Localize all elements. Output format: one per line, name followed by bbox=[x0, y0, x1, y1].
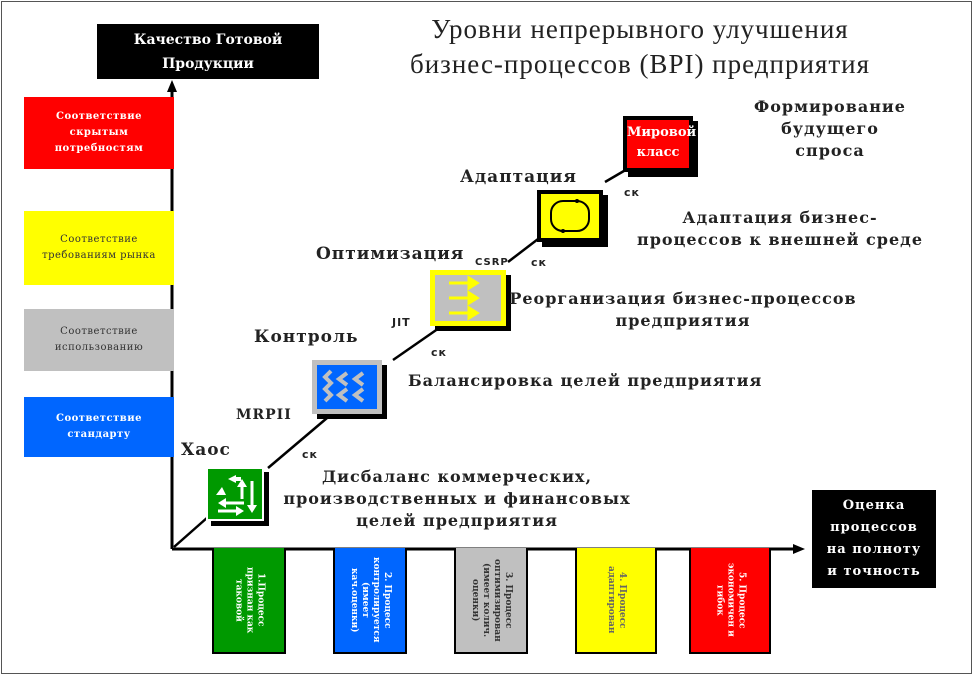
world-class-line-1: Мировой bbox=[627, 125, 697, 140]
y-axis-arrowhead bbox=[167, 80, 177, 92]
chaos-arrows-icon bbox=[216, 475, 257, 516]
process-box-3: 3. Процесс оптимизирован (имеет колич. о… bbox=[454, 548, 528, 654]
stage-label-chaos: Хаос bbox=[181, 440, 231, 460]
quality-level-standard: Соответствие стандарту bbox=[24, 397, 174, 457]
process-box-1: 1.Процесс признан как таковой bbox=[212, 548, 286, 654]
y-axis-label: Качество Готовой Продукции bbox=[97, 24, 319, 79]
stage-description-chaos: Дисбаланс коммерческих, производственных… bbox=[282, 466, 632, 532]
x-axis-label-line-4: и точность bbox=[827, 564, 921, 579]
path-segment-2 bbox=[267, 417, 328, 469]
x-axis-arrowhead bbox=[793, 544, 805, 554]
stage-box-adaptation bbox=[537, 190, 603, 242]
description-line: целей предприятия bbox=[356, 511, 558, 530]
x-axis-label-line-2: процессов bbox=[830, 520, 918, 535]
process-box-4: 4. Процесс адаптирован bbox=[575, 548, 657, 654]
process-text: 3. Процесс оптимизирован (имеет колич. о… bbox=[470, 558, 513, 642]
y-axis-label-line-2: Продукции bbox=[162, 56, 254, 72]
world-class-line-2: класс bbox=[636, 145, 680, 160]
stage-description-control: Балансировка целей предприятия bbox=[408, 371, 763, 390]
x-axis-label-line-1: Оценка bbox=[842, 498, 906, 513]
stage-box-control bbox=[312, 360, 382, 414]
process-text: 5. Процесс экономичен и гибок bbox=[714, 563, 747, 637]
stage-description-world-class: Формирование будущего спроса bbox=[740, 96, 920, 162]
ck-label-1: ск bbox=[302, 448, 318, 461]
process-text: 4. Процесс адаптирован bbox=[606, 566, 627, 634]
parallel-arrows-icon bbox=[449, 275, 480, 321]
title-line-1: Уровни непрерывного улучшения bbox=[431, 14, 849, 44]
x-axis-label-line-3: на полноту bbox=[826, 542, 922, 557]
quality-level-market-requirements: Соответствие требованиям рынка bbox=[24, 211, 174, 285]
stage-label-adaptation: Адаптация bbox=[460, 167, 577, 187]
path-segment-4 bbox=[507, 235, 543, 263]
quality-level-text: Соответствие стандарту bbox=[55, 413, 142, 440]
process-box-2: 2. Процесс контролируется (имеет кач.оце… bbox=[333, 548, 407, 654]
diagram-title: Уровни непрерывного улучшения бизнес-про… bbox=[330, 12, 950, 82]
quality-level-text: Соответствие скрытым потребностям bbox=[54, 111, 144, 154]
description-line: Дисбаланс коммерческих, bbox=[321, 467, 593, 486]
description-line: производственных и финансовых bbox=[283, 489, 631, 508]
title-line-2: бизнес-процессов (BPI) предприятия bbox=[409, 49, 870, 79]
ck-label-4: ск bbox=[624, 186, 640, 199]
stage-box-chaos bbox=[206, 467, 264, 521]
path-segment-1 bbox=[173, 516, 209, 548]
cycle-loop-icon bbox=[550, 199, 590, 233]
process-text: 1.Процесс признан как таковой bbox=[233, 566, 266, 634]
description-line: Реорганизация бизнес-процессов bbox=[509, 289, 857, 308]
stage-description-optimization: Реорганизация бизнес-процессов предприят… bbox=[508, 288, 858, 332]
stage-box-optimization bbox=[430, 270, 506, 326]
quality-level-hidden-needs: Соответствие скрытым потребностям bbox=[24, 97, 174, 169]
quality-level-text: Соответствие использованию bbox=[54, 326, 144, 353]
quality-level-text: Соответствие требованиям рынка bbox=[42, 234, 156, 261]
control-icon-inner bbox=[317, 365, 377, 409]
description-line: будущего bbox=[781, 119, 879, 138]
y-axis-label-line-1: Качество Готовой bbox=[133, 32, 283, 48]
description-line: Формирование bbox=[754, 97, 906, 116]
stage-description-adaptation: Адаптация бизнес- процессов к внешней ср… bbox=[630, 207, 930, 251]
quality-level-usage: Соответствие использованию bbox=[24, 309, 174, 371]
ck-label-3: ск bbox=[531, 256, 547, 269]
description-line: процессов к внешней среде bbox=[636, 230, 924, 249]
path-segment-3 bbox=[392, 324, 443, 362]
description-line: спроса bbox=[795, 141, 865, 160]
stage-label-control: Контроль bbox=[254, 327, 359, 347]
transition-label-jit: JIT bbox=[392, 316, 411, 329]
process-box-5: 5. Процесс экономичен и гибок bbox=[689, 548, 771, 654]
transition-label-csrp: CSRP bbox=[475, 257, 509, 268]
zigzag-chevrons-icon bbox=[322, 369, 365, 403]
ck-label-2: ск bbox=[431, 346, 447, 359]
x-axis-label: Оценка процессов на полноту и точность bbox=[812, 490, 936, 588]
stage-box-world-class: Мировой класс bbox=[623, 116, 697, 172]
transition-label-mrpii: MRPII bbox=[236, 407, 292, 423]
description-line: предприятия bbox=[615, 311, 751, 330]
description-line: Адаптация бизнес- bbox=[682, 208, 878, 227]
stage-label-optimization: Оптимизация bbox=[316, 244, 465, 264]
process-text: 2. Процесс контролируется (имеет кач.оце… bbox=[349, 557, 392, 643]
